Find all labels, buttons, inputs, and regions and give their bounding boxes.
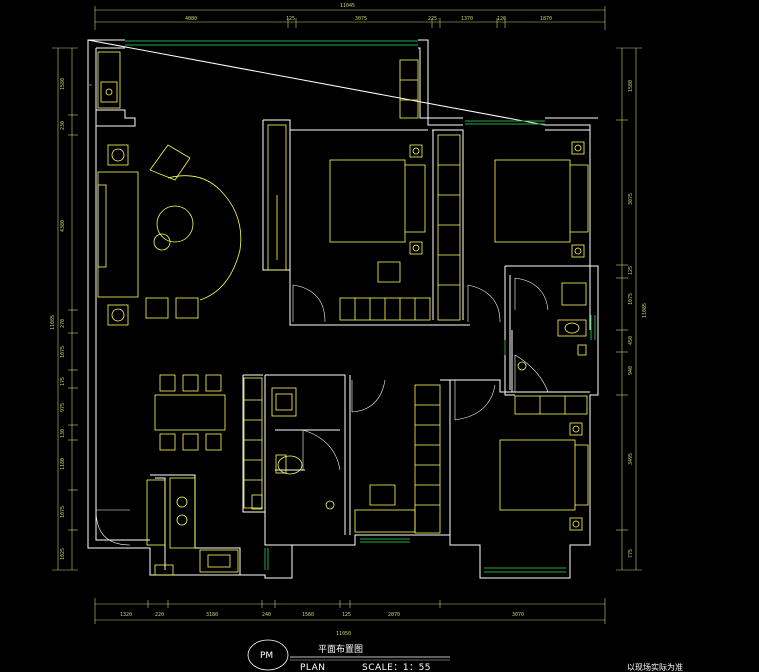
dim-left-0: 1580 <box>60 78 66 90</box>
dim-left-5: 175 <box>60 377 66 386</box>
dim-left-1: 230 <box>60 121 66 130</box>
dim-top-2: 3075 <box>355 16 367 22</box>
dim-bottom-total: 11050 <box>336 631 351 637</box>
dim-right-6: 3495 <box>628 453 634 465</box>
title-block <box>247 639 450 671</box>
dim-left-2: 4380 <box>60 220 66 232</box>
dim-left-6: 975 <box>60 403 66 412</box>
dim-bottom-0: 1320 <box>120 612 132 618</box>
dim-bottom-6: 2070 <box>388 612 400 618</box>
dim-right-0: 1580 <box>628 80 634 92</box>
dimension-left <box>52 47 78 571</box>
dim-top-5: 120 <box>497 16 506 22</box>
dim-bottom-7: 3070 <box>512 612 524 618</box>
dim-right-3: 1075 <box>628 293 634 305</box>
drawing-scale: SCALE：1：55 <box>362 663 431 672</box>
dim-left-8: 1180 <box>60 458 66 470</box>
walls <box>87 39 599 579</box>
dim-right-5: 940 <box>628 366 634 375</box>
dim-top-4: 1370 <box>461 16 473 22</box>
dim-right-2: 125 <box>628 266 634 275</box>
windows <box>88 40 596 573</box>
dim-top-6: 1870 <box>540 16 552 22</box>
dim-bottom-2: 3180 <box>206 612 218 618</box>
dim-top-1: 125 <box>286 16 295 22</box>
dim-right-4: 450 <box>628 336 634 345</box>
corner-note: 以现场实际为准 <box>627 662 683 672</box>
dimension-bottom <box>94 598 606 624</box>
dim-top-3: 225 <box>428 16 437 22</box>
dim-bottom-1: 220 <box>155 612 164 618</box>
dim-top-0: 4080 <box>185 16 197 22</box>
drawing-title-en: PLAN <box>300 663 326 672</box>
dimension-right <box>616 47 642 571</box>
dim-bottom-3: 240 <box>262 612 271 618</box>
doors <box>95 277 549 546</box>
dim-left-7: 130 <box>60 429 66 438</box>
furniture <box>97 51 589 576</box>
pm-badge <box>247 639 289 671</box>
dim-top-total: 11045 <box>340 3 355 9</box>
dim-right-7: 775 <box>628 549 634 558</box>
drawing-title-cn: 平面布置图 <box>318 643 363 655</box>
dim-right-total: 11085 <box>642 303 648 318</box>
dim-bottom-4: 1560 <box>302 612 314 618</box>
dim-left-9: 1075 <box>60 506 66 518</box>
dim-left-3: 270 <box>60 319 66 328</box>
dim-left-4: 1075 <box>60 346 66 358</box>
dim-right-1: 3075 <box>628 193 634 205</box>
dim-left-total: 11085 <box>50 315 56 330</box>
dim-left-10: 1025 <box>60 548 66 560</box>
dimension-top <box>94 6 606 30</box>
dim-bottom-5: 125 <box>342 612 351 618</box>
pm-badge-label: PM <box>260 651 273 661</box>
